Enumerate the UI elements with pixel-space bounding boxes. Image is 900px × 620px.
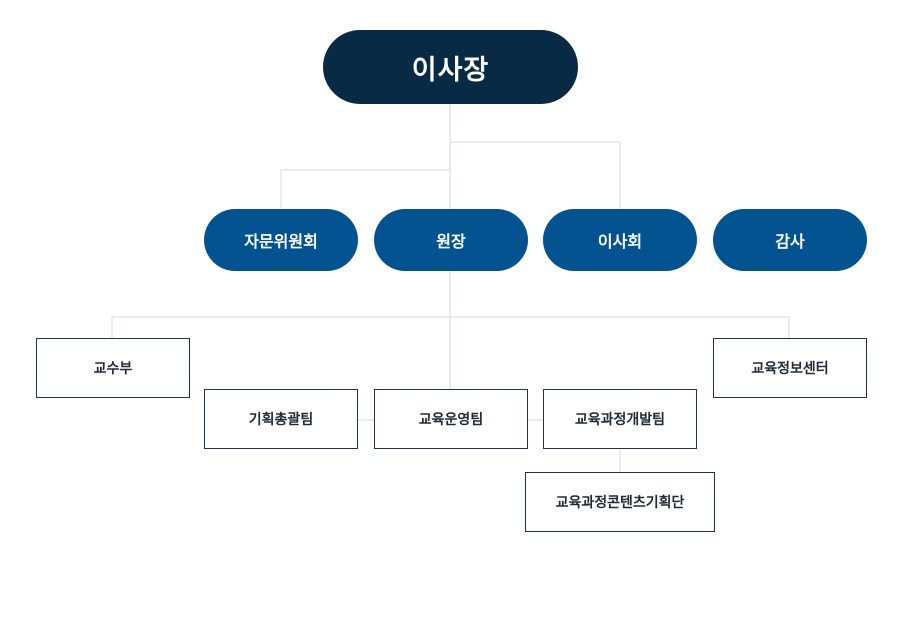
chairman-node: 이사장 [323,30,578,104]
advisory-committee-node: 자문위원회 [204,209,358,271]
curriculum-team-node: 교육과정개발팀 [543,389,697,449]
info-center-node: 교육정보센터 [713,338,867,398]
operations-team-node: 교육운영팀 [374,389,528,449]
planning-team-node: 기획총괄팀 [204,389,358,449]
audit-node: 감사 [713,209,867,271]
content-planning-group-node: 교육과정콘텐츠기획단 [525,472,715,532]
director-node: 원장 [374,209,528,271]
faculty-node: 교수부 [36,338,190,398]
board-node: 이사회 [543,209,697,271]
